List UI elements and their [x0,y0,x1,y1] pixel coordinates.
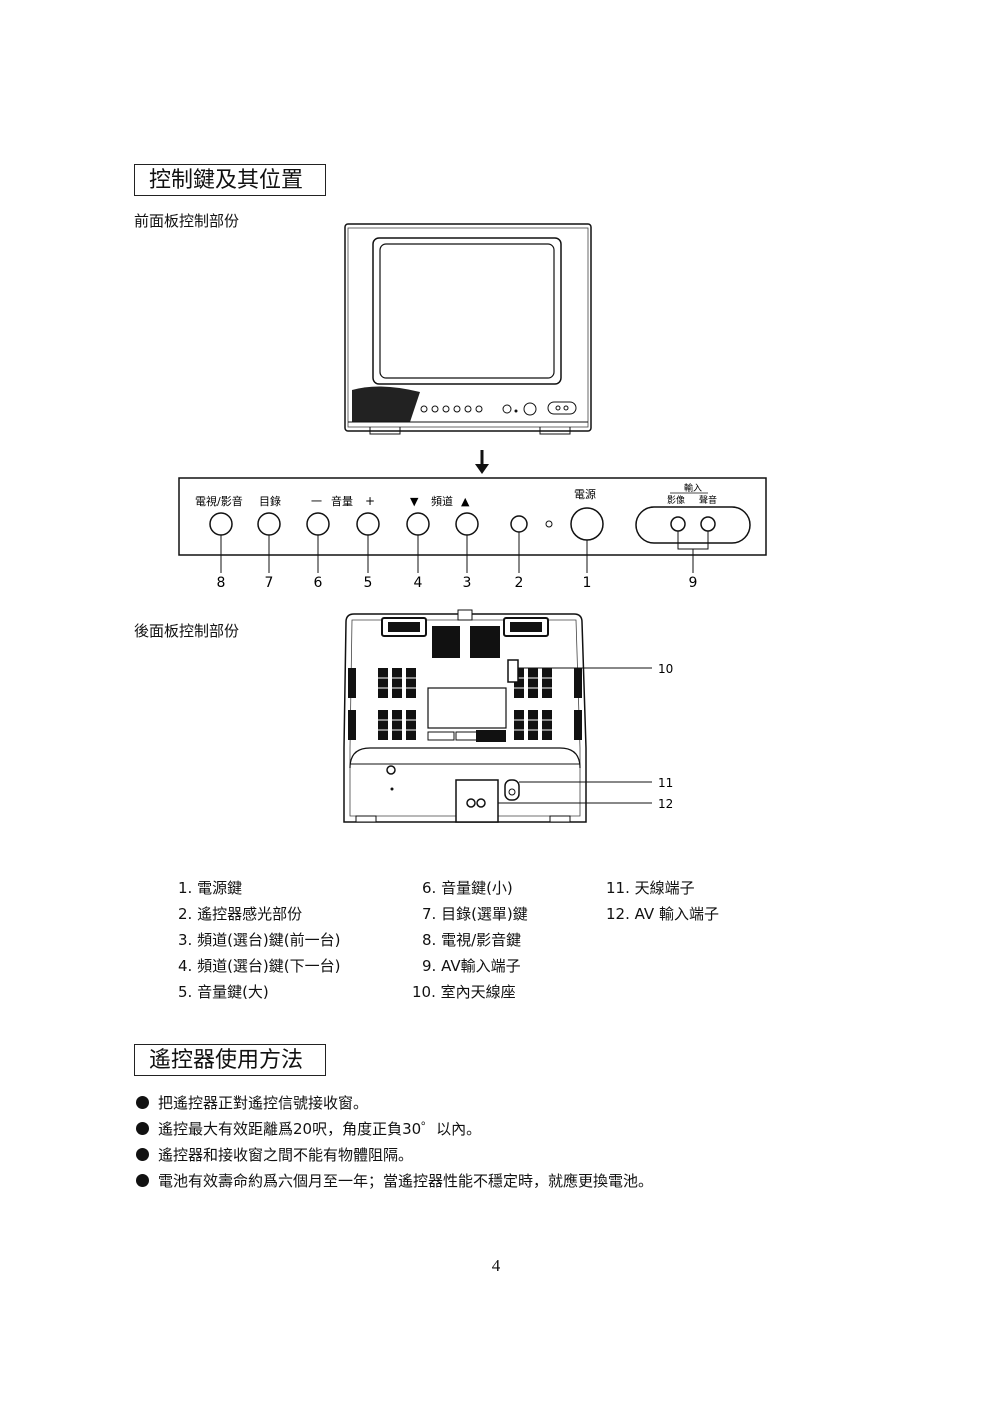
callout-11: 11 [658,776,673,790]
label-vol-plus: + [365,494,375,508]
menu-button [257,512,281,536]
callout-6: 6 [314,575,323,591]
antenna-terminal [504,779,520,801]
label-ch-up: ▲ [461,495,470,508]
callout-5: 5 [364,575,373,591]
callout-12: 12 [658,797,673,811]
legend-item: 7. 目錄(選單)鍵 [422,905,528,923]
channel-down-button [406,512,430,536]
label-input: 輸入 [684,482,702,494]
list-item: 電池有效壽命約爲六個月至一年；當遙控器性能不穩定時，就應更換電池。 [136,1170,653,1191]
legend-item: 8. 電視/影音鍵 [422,931,522,949]
av-input-panel [635,506,751,544]
front-panel-heading: 前面板控制部份 [134,212,240,230]
indoor-antenna-socket [507,659,519,683]
list-item: 遙控最大有效距離爲20呎，角度正負30゜以內。 [136,1118,481,1139]
label-volume: 音量 [331,494,353,508]
label-channel: 頻道 [431,494,453,508]
label-power: 電源 [574,487,596,501]
list-item: 把遙控器正對遙控信號接收窗。 [136,1092,368,1113]
rear-panel-heading: 後面板控制部份 [134,622,240,640]
label-ch-down: ▼ [410,495,419,508]
video-jack [670,516,686,532]
legend-item: 9. AV輸入端子 [422,957,521,975]
bullet-icon [136,1096,149,1109]
callout-10: 10 [658,662,673,676]
legend-item: 10. 室內天線座 [412,983,516,1001]
volume-up-button [356,512,380,536]
legend-item: 1. 電源鍵 [178,879,243,897]
label-video: 影像 [667,494,685,506]
remote-sensor [510,515,528,533]
callout-9: 9 [689,575,698,591]
legend-item: 5. 音量鍵(大) [178,983,269,1001]
callout-3: 3 [463,575,472,591]
legend-item: 2. 遙控器感光部份 [178,905,303,923]
legend-item: 4. 頻道(選台)鍵(下一台) [178,957,341,975]
section-title-controls: 控制鍵及其位置 [134,164,326,196]
legend-item: 11. 天線端子 [606,879,695,897]
bullet-icon [136,1174,149,1187]
power-button [570,507,604,541]
arrow-down-icon [475,450,489,474]
channel-up-button [455,512,479,536]
list-item: 遙控器和接收窗之間不能有物體阻隔。 [136,1144,413,1165]
audio-jack [700,516,716,532]
bullet-icon [136,1148,149,1161]
legend-item: 6. 音量鍵(小) [422,879,513,897]
tv-av-button [209,512,233,536]
callout-8: 8 [217,575,226,591]
legend-item: 3. 頻道(選台)鍵(前一台) [178,931,341,949]
callout-7: 7 [265,575,274,591]
label-audio: 聲音 [699,494,717,506]
label-tv-av: 電視/影音 [195,494,243,508]
tv-rear-illustration: 10 11 12 [343,609,673,823]
label-vol-minus: 一 [311,495,322,508]
callout-2: 2 [515,575,524,591]
callout-4: 4 [414,575,423,591]
volume-down-button [306,512,330,536]
bullet-icon [136,1122,149,1135]
tv-front-illustration [344,223,592,435]
section-title-remote-usage: 遙控器使用方法 [134,1044,326,1076]
callout-1: 1 [583,575,592,591]
front-panel-diagram: 電視/影音 目錄 一 音量 + ▼ 頻道 ▲ 電源 輸入 影像 聲音 8 7 [178,477,767,591]
page-number: 4 [491,1256,501,1275]
label-menu: 目錄 [259,494,281,508]
legend-item: 12. AV 輸入端子 [606,905,719,923]
